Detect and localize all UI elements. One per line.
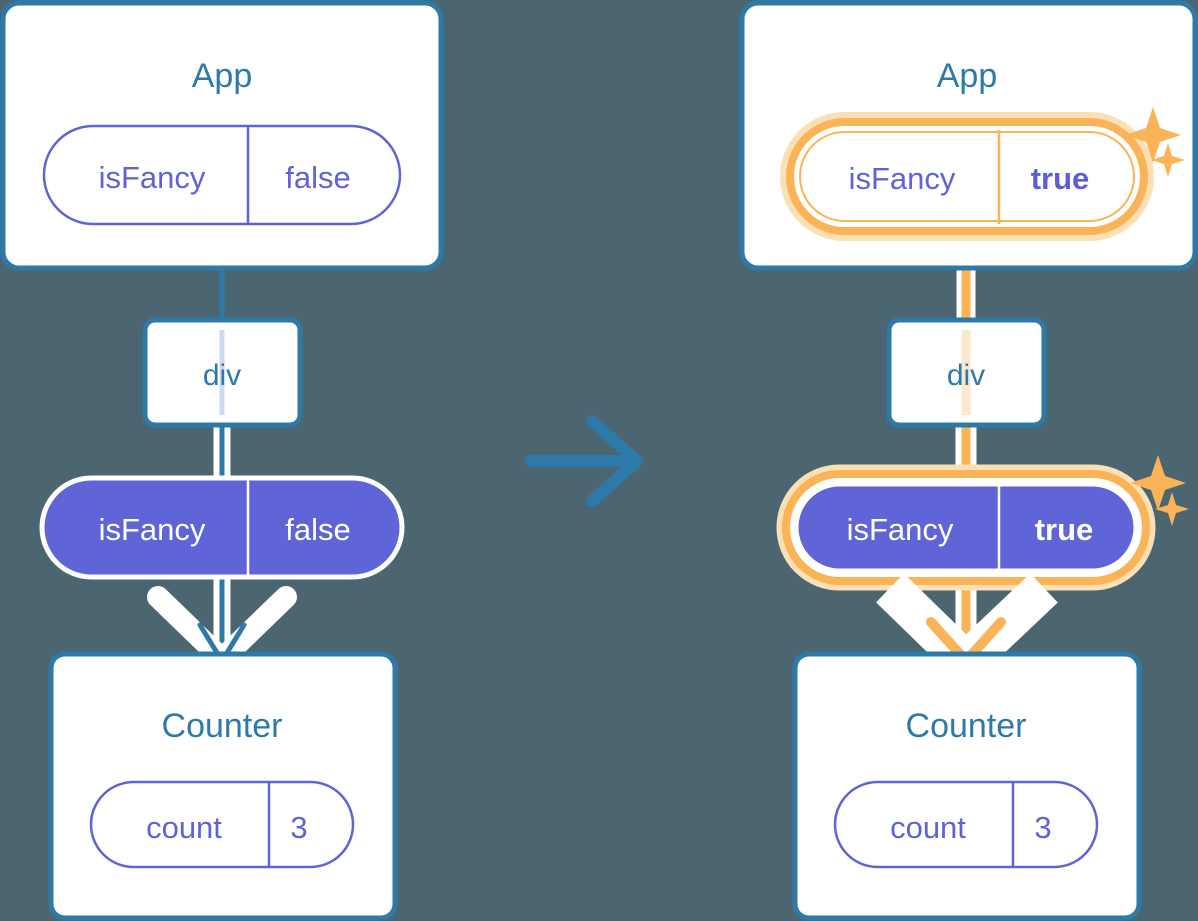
prop-pill-after: isFancy true: [776, 455, 1189, 591]
prop-pill-after-value: true: [1035, 512, 1094, 547]
pill-isfancy-app-before: [42, 124, 402, 226]
pill-count-before-key: count: [146, 810, 222, 845]
sparkle-icon-prop-small: [1155, 492, 1189, 526]
prop-pill-before: isFancy false: [39, 475, 405, 580]
pill-value-app-after: true: [1031, 161, 1090, 196]
card-counter-after: Counter count 3: [792, 651, 1142, 921]
node-div-after: div: [886, 317, 1047, 428]
sparkle-icon-prop-small-shape: [1155, 492, 1189, 526]
card-app-after: App isFancy true: [739, 0, 1198, 271]
sparkle-icon-app-small-shape: [1151, 143, 1185, 177]
pill-key-app-after: isFancy: [849, 161, 956, 196]
sparkle-icon-prop-large: [1130, 455, 1186, 511]
transition-arrow-head: [586, 415, 643, 507]
card-app-before-title: App: [192, 57, 253, 95]
pill-count-after: [833, 780, 1099, 869]
card-counter-before: Counter count 3: [48, 651, 398, 921]
pill-key-app-before: isFancy: [99, 160, 206, 195]
panel-after: App isFancy true div: [739, 0, 1198, 921]
prop-pill-after-key: isFancy: [847, 512, 954, 547]
pill-isfancy-app-after: [799, 131, 1135, 222]
pill-count-before-value: 3: [290, 810, 307, 845]
node-div-before-label: div: [203, 359, 241, 392]
prop-pill-after-body: [795, 483, 1137, 572]
prop-pill-before-key: isFancy: [99, 512, 206, 547]
node-div-before: div: [142, 317, 303, 428]
panel-before: App isFancy false div isFancy false: [0, 0, 444, 921]
pill-count-after-key: count: [890, 810, 966, 845]
sparkle-icon-app-small: [1151, 143, 1185, 177]
pill-count-after-value: 3: [1034, 810, 1051, 845]
prop-pill-before-value: false: [285, 512, 350, 547]
card-counter-before-title: Counter: [162, 707, 283, 745]
prop-pill-before-body: [39, 475, 405, 580]
pill-value-app-before: false: [285, 160, 350, 195]
card-app-after-title: App: [937, 57, 998, 95]
pill-count-before: [89, 780, 355, 869]
transition-arrow: [525, 415, 643, 507]
sparkle-icon-app-large: [1125, 107, 1181, 163]
node-div-after-label: div: [947, 359, 985, 392]
sparkle-icon-prop-large-shape: [1130, 455, 1186, 511]
sparkle-icon-app-large-shape: [1125, 107, 1181, 163]
card-counter-after-title: Counter: [906, 707, 1027, 745]
card-app-before: App isFancy false: [0, 0, 444, 271]
